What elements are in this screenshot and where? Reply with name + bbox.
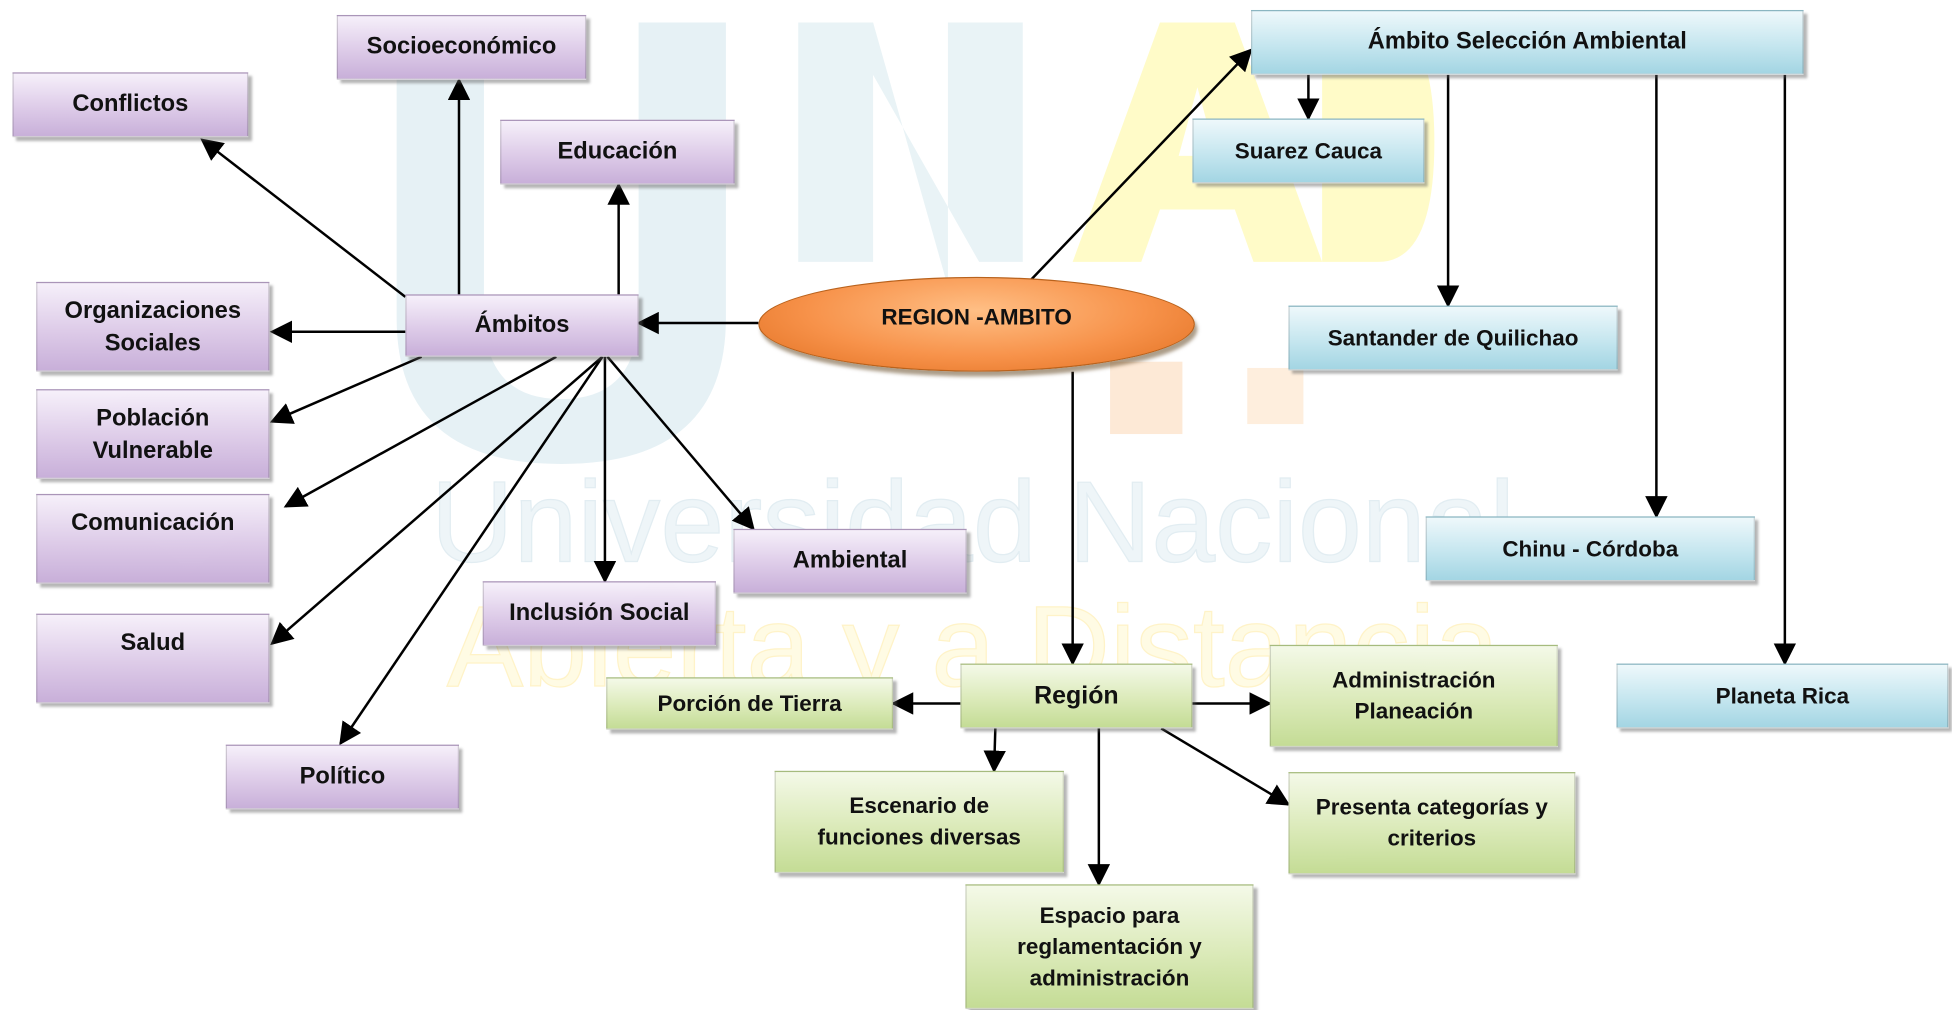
chinu-cordoba-node: Chinu - Córdoba (1425, 516, 1755, 582)
arrow-to-presenta (1160, 727, 1291, 806)
region-ambito-node: REGION -AMBITO (758, 276, 1195, 372)
politico-node: Político (225, 744, 459, 810)
arrow-center-to-seleccion (1028, 48, 1253, 283)
arrow-to-conflictos (200, 138, 407, 298)
inclusion-social-node: Inclusión Social (482, 581, 716, 647)
escenario-funciones-node: Escenario de funciones diversas (774, 770, 1064, 874)
educacion-node: Educación (500, 119, 735, 185)
arrow-to-poblacion (269, 355, 423, 424)
presenta-categorias-node: Presenta categorías y criterios (1288, 772, 1576, 875)
comunicacion-node: Comunicación (36, 493, 270, 584)
watermark-letter-a (1072, 22, 1323, 262)
planeta-rica-node: Planeta Rica (1616, 663, 1949, 729)
suarez-cauca-node: Suarez Cauca (1192, 118, 1425, 184)
santander-quilichao-node: Santander de Quilichao (1288, 305, 1618, 371)
arrow-to-escenario (983, 728, 1006, 774)
watermark-line-1: Universidad Nacional (431, 458, 1515, 586)
salud-node: Salud (36, 613, 270, 704)
administracion-planeacion-node: Administración Planeación (1269, 644, 1558, 748)
espacio-reglamentacion-node: Espacio para reglamentación y administra… (965, 884, 1254, 1010)
arrow-to-salud (270, 355, 604, 646)
porcion-tierra-node: Porción de Tierra (606, 677, 894, 730)
conflictos-node: Conflictos (12, 72, 249, 138)
ambiental-node: Ambiental (733, 528, 967, 594)
arrow-to-ambiental (606, 355, 755, 531)
seleccion-ambiental-node: Ámbito Selección Ambiental (1251, 9, 1804, 75)
watermark-dot-1 (1110, 361, 1183, 435)
ambitos-node: Ámbitos (405, 294, 639, 357)
region-node: Región (960, 663, 1193, 729)
poblacion-vulnerable-node: Población Vulnerable (36, 389, 270, 479)
arrow-to-comunicacion (283, 355, 557, 508)
watermark-dot-2 (1247, 367, 1304, 425)
organizaciones-sociales-node: Organizaciones Sociales (36, 281, 270, 372)
socioeconomico-node: Socioeconómico (336, 14, 587, 80)
watermark-letter-n (798, 22, 1023, 287)
arrow-to-politico (339, 356, 604, 746)
